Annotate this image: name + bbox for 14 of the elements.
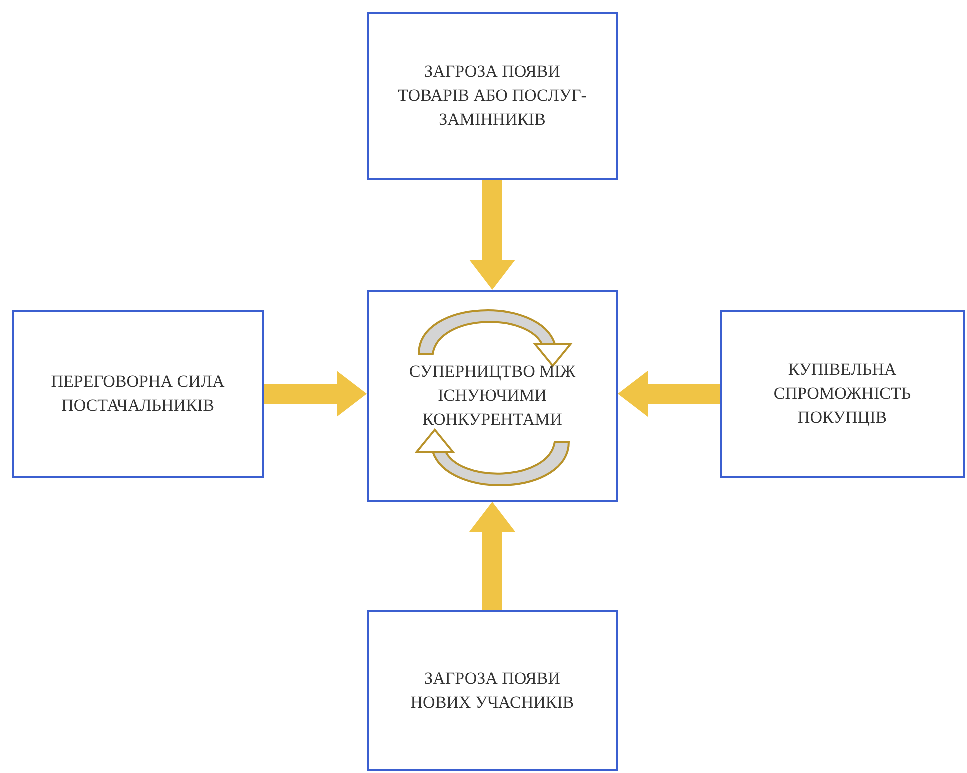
box (367, 610, 618, 771)
box-label: КУПІВЕЛЬНА СПРОМОЖНІСТЬ ПОКУПЦІВ (772, 359, 912, 429)
block-arrow (618, 371, 720, 417)
box (720, 310, 965, 478)
box (12, 310, 264, 478)
box-label: СУПЕРНИЦТВО МІЖ ІСНУЮЧИМИ КОНКУРЕНТАМИ (408, 361, 577, 431)
block-arrow (264, 371, 367, 417)
box-label: ЗАГРОЗА ПОЯВИ НОВИХ УЧАСНИКІВ (410, 668, 576, 714)
box-label: ПЕРЕГОВОРНА СИЛА ПОСТАЧАЛЬНИКІВ (50, 371, 226, 417)
block-arrow (470, 180, 516, 290)
block-arrow (470, 502, 516, 610)
box (367, 290, 618, 502)
box (367, 12, 618, 180)
box-label: ЗАГРОЗА ПОЯВИ ТОВАРІВ АБО ПОСЛУГ-ЗАМІННИКІВ (397, 61, 588, 131)
